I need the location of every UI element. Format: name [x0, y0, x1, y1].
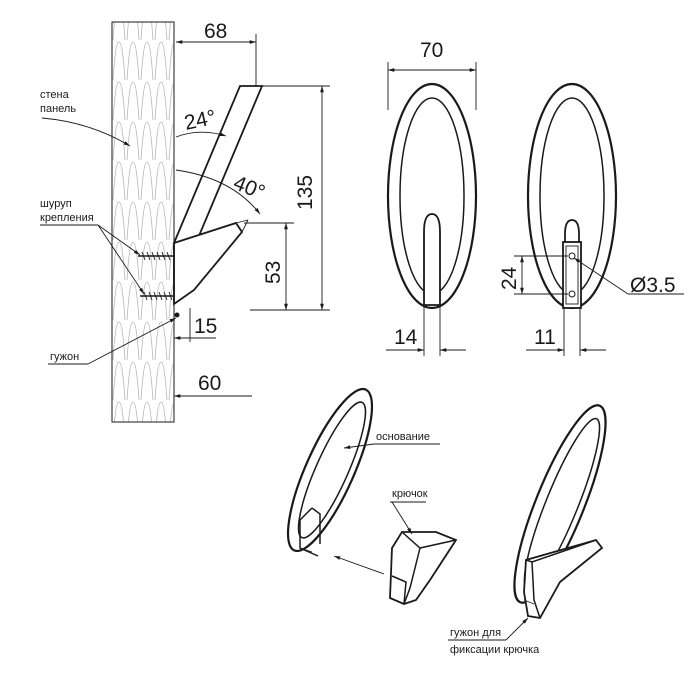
dim-24: 24	[498, 255, 568, 295]
dim-70: 70	[387, 39, 477, 110]
angle-24: 24°	[175, 106, 227, 138]
dim-53-label: 53	[262, 261, 285, 284]
screw-label-line2: крепления	[40, 212, 94, 224]
dim-11: 11	[526, 308, 606, 356]
dim-68: 68	[176, 20, 257, 86]
dim-diameter: Ø3.5	[573, 257, 684, 297]
dim-15: 15	[174, 308, 217, 342]
fix-stud-label-line1: гужон для	[450, 627, 501, 639]
wall-panel	[111, 21, 175, 423]
assembly-view: основание крючок гужон для фиксации крюч…	[286, 387, 607, 656]
front-view: 70 14	[386, 39, 478, 356]
screw-lower	[140, 291, 174, 301]
assembled-hook	[513, 404, 607, 619]
side-view: 68 24° 40° 135 53 15	[40, 20, 330, 423]
callout-hook: крючок	[390, 488, 428, 535]
hook-label: крючок	[392, 488, 428, 500]
dim-53: 53	[244, 222, 294, 310]
dim-diameter-label: Ø3.5	[630, 274, 676, 297]
dim-135: 135	[250, 85, 330, 311]
dim-68-label: 68	[204, 20, 227, 43]
base-label: основание	[376, 431, 430, 443]
callout-stud: гужон	[48, 317, 177, 365]
dim-14-label: 14	[394, 326, 418, 349]
callout-wall: стена панель	[40, 89, 131, 147]
dim-11-label: 11	[534, 326, 556, 349]
hook-piece	[389, 531, 458, 605]
base-ring	[286, 387, 374, 557]
dim-14: 14	[386, 305, 466, 356]
dim-60: 60	[174, 372, 252, 398]
stud-label: гужон	[50, 351, 79, 363]
callout-screws: шуруп крепления	[40, 198, 145, 295]
dim-24-label: 24	[498, 266, 521, 290]
screw-upper	[138, 251, 174, 261]
dim-15-label: 15	[194, 315, 217, 338]
dim-70-label: 70	[420, 39, 443, 62]
wall-label-line2: панель	[40, 103, 76, 115]
dim-60-label: 60	[198, 372, 221, 395]
callout-base: основание	[343, 431, 440, 450]
callout-fix-stud: гужон для фиксации крючка	[448, 617, 540, 656]
wall-label-line1: стена	[40, 89, 70, 101]
mount-hole-top	[568, 252, 576, 260]
fix-stud-label-line2: фиксации крючка	[450, 644, 540, 656]
back-view: 24 11 Ø3.5	[498, 82, 684, 356]
screw-label-line1: шуруп	[40, 198, 72, 210]
mount-hole-bottom	[568, 290, 576, 298]
angle-40-label: 40°	[230, 171, 268, 204]
stud-point	[174, 312, 180, 318]
dim-135-label: 135	[294, 175, 317, 210]
assembly-arrow	[333, 555, 385, 575]
angle-24-label: 24°	[182, 106, 218, 135]
hook-side-profile	[172, 85, 264, 306]
